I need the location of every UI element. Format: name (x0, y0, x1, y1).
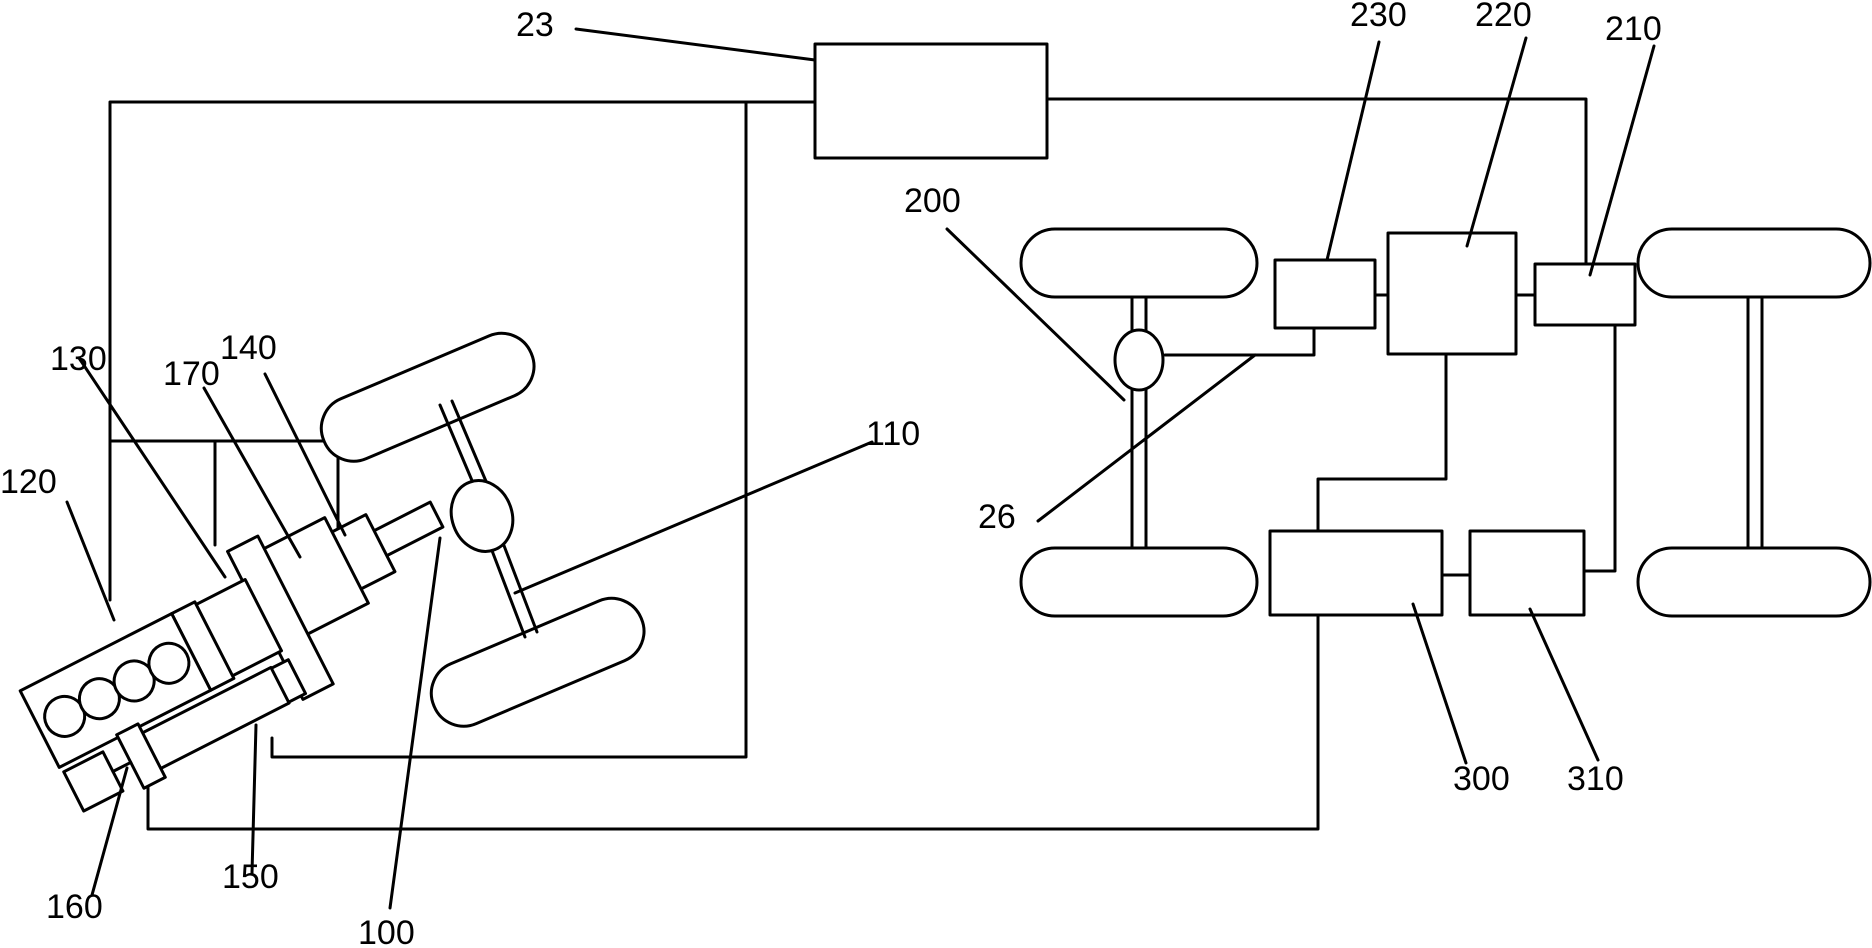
leader-lines (65, 27, 1656, 910)
label-150: 150 (222, 858, 279, 896)
label-110: 110 (866, 415, 920, 453)
label-140: 140 (220, 329, 277, 367)
front-wheel-upper (319, 331, 536, 463)
label-100: 100 (358, 914, 415, 948)
box-300 (1268, 529, 1444, 617)
reference-labels: 23 230 220 210 200 26 300 310 110 100 12… (0, 0, 1662, 948)
label-130: 130 (50, 340, 107, 378)
box-230 (1273, 258, 1377, 330)
label-160: 160 (46, 888, 103, 926)
label-120: 120 (0, 463, 57, 501)
rear-differential (1113, 328, 1165, 392)
label-200: 200 (904, 182, 961, 220)
label-230: 230 (1350, 0, 1407, 34)
label-23: 23 (516, 6, 554, 44)
box-210 (1533, 262, 1637, 327)
front-wheel-lower (429, 596, 646, 728)
wheel-lower-right (1636, 546, 1872, 618)
label-220: 220 (1475, 0, 1532, 34)
wheel-upper-right (1636, 227, 1872, 299)
cylinder-4 (147, 641, 191, 685)
rear-wheel-upper-left (1019, 227, 1259, 299)
wiring-lines (108, 97, 1617, 831)
rear-axle-assembly (1019, 227, 1259, 618)
label-210: 210 (1605, 10, 1662, 48)
label-300: 300 (1453, 760, 1510, 798)
rear-wheel-lower-left (1019, 546, 1259, 618)
label-26: 26 (978, 498, 1016, 536)
box-220 (1386, 231, 1518, 356)
front-wheel-assembly (319, 331, 646, 728)
label-310: 310 (1567, 760, 1624, 798)
engine-assembly (18, 500, 445, 813)
box-310 (1468, 529, 1586, 617)
controller-box-23 (813, 42, 1049, 160)
front-differential (449, 479, 515, 553)
far-axle-assembly (1636, 227, 1872, 618)
label-170: 170 (163, 355, 220, 393)
